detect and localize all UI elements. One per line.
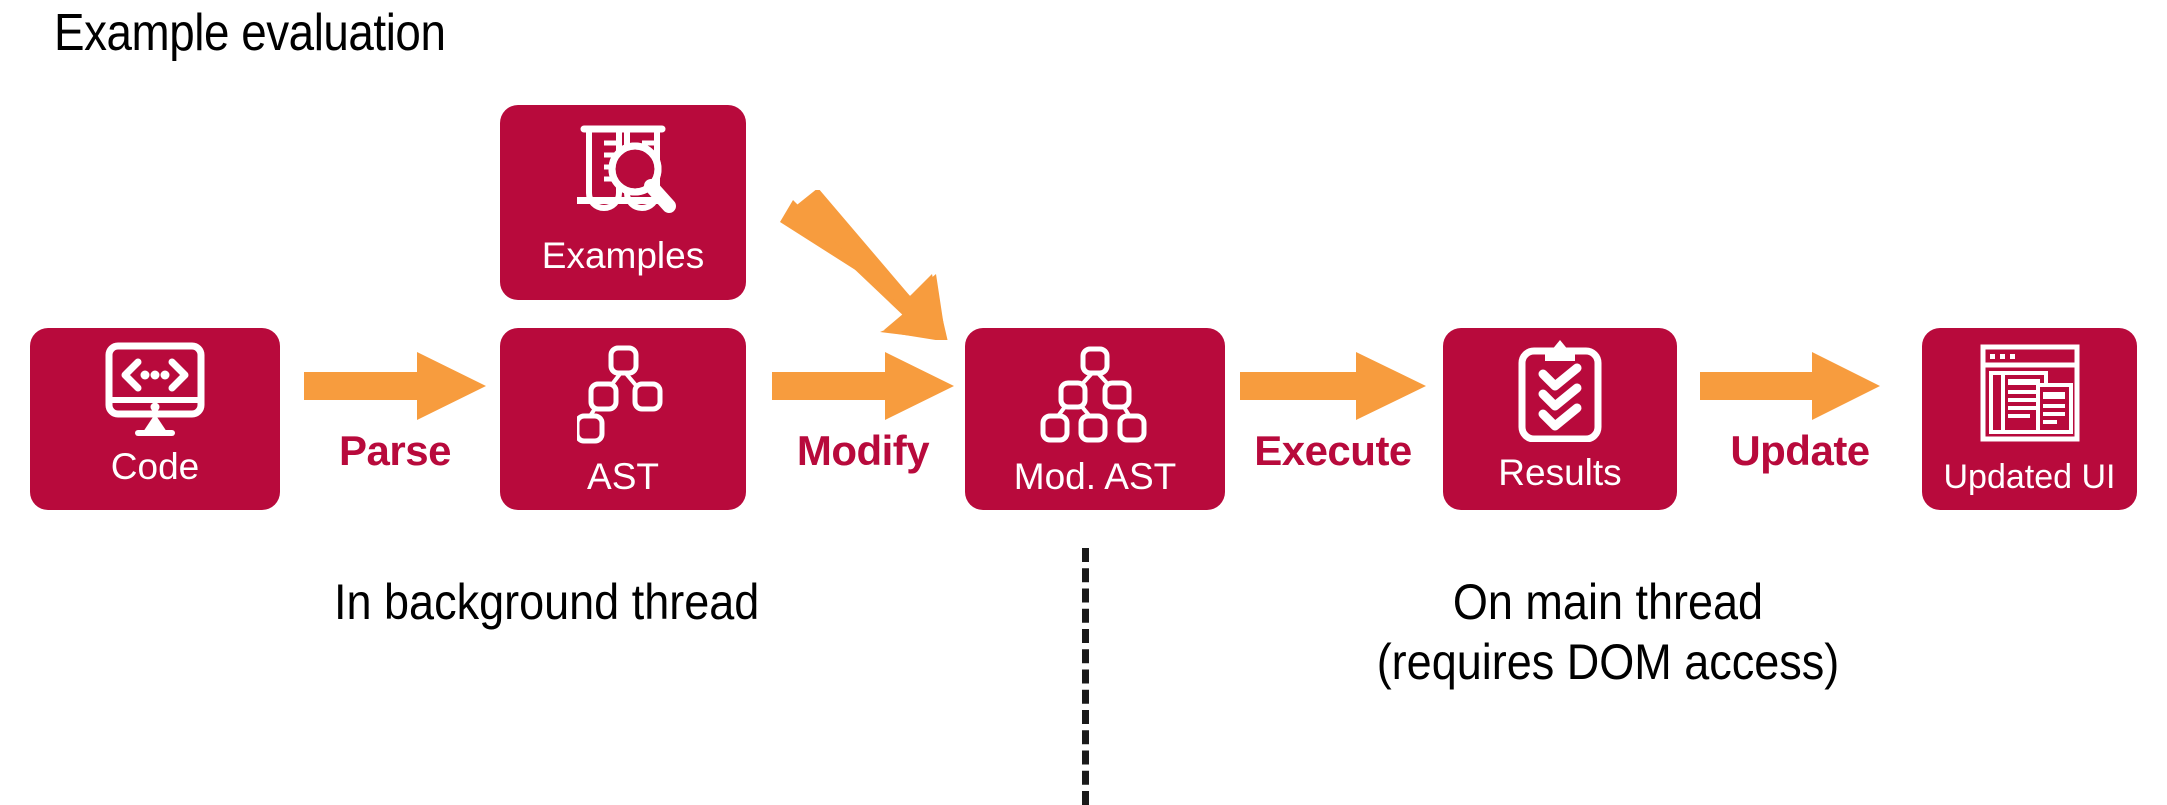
node-box-examples[interactable]: Examples [500,105,746,300]
arrow-label-execute: Execute [1254,427,1412,474]
caption-main-thread-line1: On main thread [1452,574,1763,630]
arrow-modify: Modify [772,352,954,474]
node-label-modast: Mod. AST [1013,456,1177,497]
node-label-ast: AST [587,456,659,497]
arrow-diagonal-down-right-icon [780,190,948,340]
clipboard-checks-icon [1517,340,1603,447]
caption-background-thread: In background thread [334,574,760,630]
node-box-ast[interactable]: AST [500,328,746,510]
monitor-code-icon [103,342,207,443]
caption-main-thread: On main thread (requires DOM access) [1376,572,1839,692]
node-label-updated-ui: Updated UI [1943,458,2116,496]
tree-nodes-full-icon [1040,346,1150,449]
node-label-examples: Examples [541,235,705,276]
tree-nodes-icon [574,344,669,449]
arrow-right-icon [772,352,954,420]
arrow-execute: Execute [1240,352,1426,474]
arrow-label-parse: Parse [339,427,451,474]
arrow-label-update: Update [1730,427,1870,474]
arrow-label-modify: Modify [796,427,930,474]
arrow-right-icon [304,352,486,420]
node-box-results[interactable]: Results [1443,328,1677,510]
browser-window-icon [1980,344,2080,447]
arrow-parse: Parse [304,352,486,474]
arrow-right-icon [1700,352,1880,420]
node-box-modast[interactable]: Mod. AST [965,328,1225,510]
thread-boundary-divider [1082,548,1089,805]
node-box-code[interactable]: Code [30,328,280,510]
caption-main-thread-line2: (requires DOM access) [1376,634,1839,690]
page-title: Example evaluation [54,4,446,62]
test-tubes-magnifier-icon [565,121,681,230]
node-label-results: Results [1498,452,1622,493]
node-label-code: Code [110,446,200,487]
node-box-updated-ui[interactable]: Updated UI [1922,328,2137,510]
arrow-update: Update [1700,352,1900,474]
arrow-right-icon [1240,352,1426,420]
